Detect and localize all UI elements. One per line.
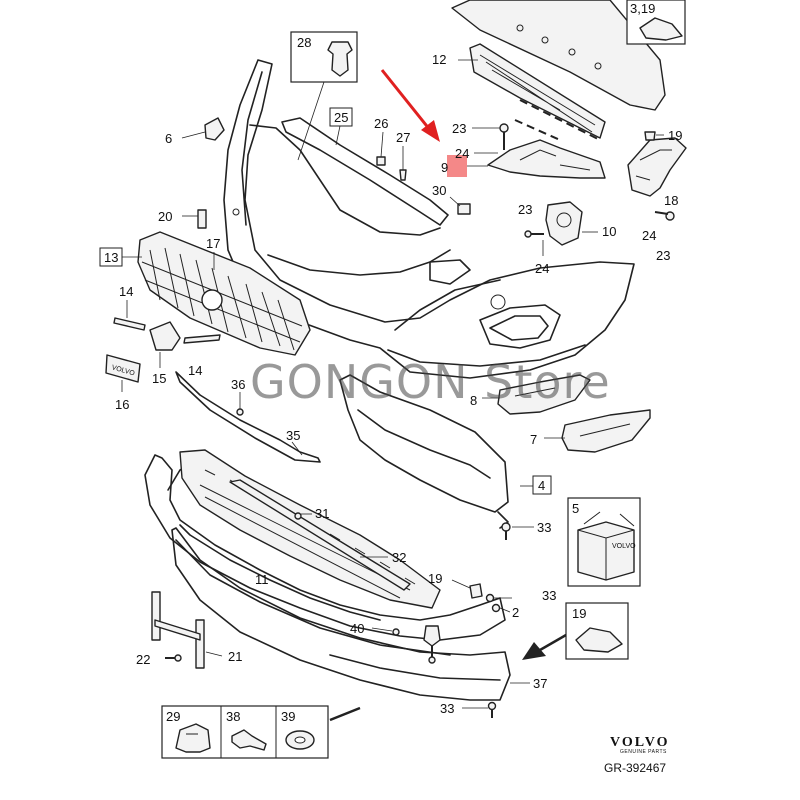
callout-26: 26 — [374, 116, 388, 131]
callout-29: 29 — [166, 709, 180, 724]
callout-38: 38 — [226, 709, 240, 724]
callout-18: 18 — [664, 193, 678, 208]
callout-28: 28 — [297, 35, 311, 50]
callout-3-19: 3,19 — [630, 1, 655, 16]
callout-25: 25 — [334, 110, 348, 125]
bolt-33-a — [501, 522, 534, 540]
strip-31 — [229, 479, 411, 591]
foglight-cover-8 — [482, 374, 591, 415]
callout-box-29-38-39: 29 38 39 — [161, 705, 361, 759]
upper-mount-25: 25 — [281, 107, 449, 226]
part-6 — [181, 117, 225, 141]
callout-box-28: 28 — [290, 31, 358, 161]
callout-11: 11 — [255, 572, 269, 587]
foglight-bracket-10 — [524, 201, 598, 256]
callout-6: 6 — [165, 131, 172, 146]
callout-box-5: 5 VOLVO — [567, 497, 641, 587]
highlight-9 — [447, 155, 467, 177]
callout-23-b: 23 — [518, 202, 532, 217]
callout-35: 35 — [286, 428, 300, 443]
moulding-35-36 — [175, 371, 321, 463]
callout-24-b: 24 — [642, 228, 656, 243]
bolt-23-upper — [472, 123, 509, 154]
callout-box-3-19: 3,19 — [626, 0, 686, 45]
callout-7: 7 — [530, 432, 537, 447]
bracket-18 — [627, 131, 687, 221]
callout-19-b: 19 — [428, 571, 442, 586]
guard-37 — [171, 527, 530, 701]
callout-9: 9 — [441, 160, 448, 175]
fasteners-lower — [371, 579, 512, 718]
red-arrow — [380, 69, 440, 142]
callout-21: 21 — [228, 649, 242, 664]
callout-2: 2 — [512, 605, 519, 620]
callout-numbers: 12 26 6 27 23 19 24 9 30 18 20 23 10 17 … — [115, 52, 682, 716]
parts-14-15-16: VOLVO — [105, 300, 221, 392]
callout-23-c: 23 — [656, 248, 670, 263]
watermark: GONGON Store — [250, 355, 611, 409]
callout-14-a: 14 — [119, 284, 133, 299]
brand-name: VOLVO — [610, 735, 670, 750]
callout-16: 16 — [115, 397, 129, 412]
brand-block: VOLVO GENUINE PARTS GR-392467 — [604, 735, 670, 775]
brand-subtitle: GENUINE PARTS — [620, 749, 667, 755]
callout-19-box: 19 — [572, 606, 586, 621]
part-20 — [182, 209, 207, 229]
callout-22: 22 — [136, 652, 150, 667]
callout-20: 20 — [158, 209, 172, 224]
callout-40: 40 — [350, 621, 364, 636]
callout-12: 12 — [432, 52, 446, 67]
bracket-9 — [447, 139, 606, 179]
fasteners-26-27-30 — [376, 131, 471, 215]
callout-30: 30 — [432, 183, 446, 198]
callout-27: 27 — [396, 130, 410, 145]
callout-33-c: 33 — [440, 701, 454, 716]
callout-19-a: 19 — [668, 128, 682, 143]
callout-14-b: 14 — [188, 363, 202, 378]
brackets-21-22 — [151, 591, 223, 669]
callout-4: 4 — [538, 478, 545, 493]
grille-17: 13 — [99, 231, 311, 356]
callout-24-a: 24 — [455, 146, 469, 161]
callout-32: 32 — [392, 550, 406, 565]
callout-13: 13 — [104, 250, 118, 265]
callout-23-a: 23 — [452, 121, 466, 136]
callout-24-c: 24 — [535, 261, 549, 276]
callout-10: 10 — [602, 224, 616, 239]
callout-box-19: 19 — [522, 602, 629, 660]
callout-33-b: 33 — [542, 588, 556, 603]
callout-5: 5 — [572, 501, 579, 516]
callout-17: 17 — [206, 236, 220, 251]
callout-33-a: 33 — [537, 520, 551, 535]
callout-8: 8 — [470, 393, 477, 408]
upper-grille-12 — [469, 43, 606, 141]
callout-31: 31 — [315, 506, 329, 521]
foglight-cover-7 — [544, 409, 651, 453]
callout-37: 37 — [533, 676, 547, 691]
reference-number: GR-392467 — [604, 761, 666, 775]
upper-crossmember — [451, 0, 666, 111]
callout-36: 36 — [231, 377, 245, 392]
callout-15: 15 — [152, 371, 166, 386]
box-volvo-text: VOLVO — [612, 543, 636, 550]
callout-39: 39 — [281, 709, 295, 724]
